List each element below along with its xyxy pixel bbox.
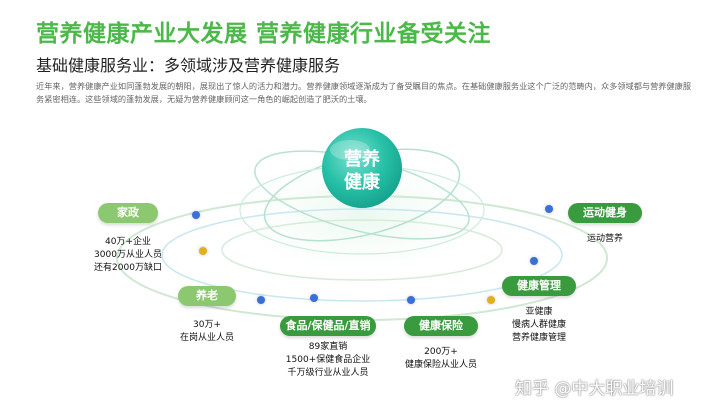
orbit-ring-inner [221,219,503,281]
page-title: 营养健康产业大发展 营养健康行业备受关注 [36,21,492,47]
orbit-dot [192,211,200,219]
desc-line: 3000万从业人员 [94,250,162,260]
node-label-guanli: 健康管理 [502,276,576,296]
desc-line: 健康保险从业人员 [404,360,477,370]
desc-line: 1500+保健食品企业 [285,355,371,365]
orbit-dot [199,247,207,255]
node-label-jiazheng: 家政 [98,203,158,223]
center-label: 营养 健康 [330,148,394,194]
node-desc-shipin: 89家直销 1500+保健食品企业 千万级行业从业人员 [276,341,380,380]
desc-line: 200万+ [424,347,458,357]
center-label-line2: 健康 [344,172,380,193]
desc-line: 千万级行业从业人员 [287,368,369,378]
node-desc-jiazheng: 40万+企业 3000万从业人员 还有2000万缺口 [88,236,168,275]
desc-line: 运动营养 [586,234,623,244]
center-label-line1: 营养 [344,149,380,170]
orbit-dot [310,294,318,302]
node-label-yanglao: 养老 [178,286,236,306]
orbit-dot [257,296,265,304]
desc-line: 89家直销 [308,342,348,352]
node-desc-yanglao: 30万+ 在岗从业人员 [170,319,244,345]
desc-line: 营养健康管理 [511,333,566,343]
orbit-dot [487,296,495,304]
desc-line: 慢病人群健康 [511,320,566,330]
desc-line: 30万+ [193,320,221,330]
orbit-dot [545,205,553,213]
node-desc-yundong: 运动营养 [568,233,642,246]
desc-line: 亚健康 [525,307,553,317]
node-label-shipin: 食品/保健品/直销 [280,316,376,336]
node-label-baoxian: 健康保险 [404,316,478,336]
orbit-dot [530,257,538,265]
center-sphere [322,128,402,208]
node-desc-baoxian: 200万+ 健康保险从业人员 [394,346,488,372]
page-subtitle: 基础健康服务业：多领域涉及营养健康服务 [36,56,341,75]
orbit-ring-middle [161,208,563,302]
desc-line: 在岗从业人员 [179,333,234,343]
node-label-yundong: 运动健身 [568,203,642,223]
desc-line: 还有2000万缺口 [94,263,162,273]
center-glow [212,143,512,287]
desc-line: 40万+企业 [105,237,151,247]
watermark: 知乎 @中大职业培训 [515,379,674,399]
intro-paragraph: 近年来，营养健康产业如同蓬勃发展的朝阳，展现出了惊人的活力和潜力。营养健康领域逐… [36,81,692,104]
node-desc-guanli: 亚健康 慢病人群健康 营养健康管理 [500,306,578,345]
sphere-highlight [330,140,370,160]
orbit-dot [407,296,415,304]
